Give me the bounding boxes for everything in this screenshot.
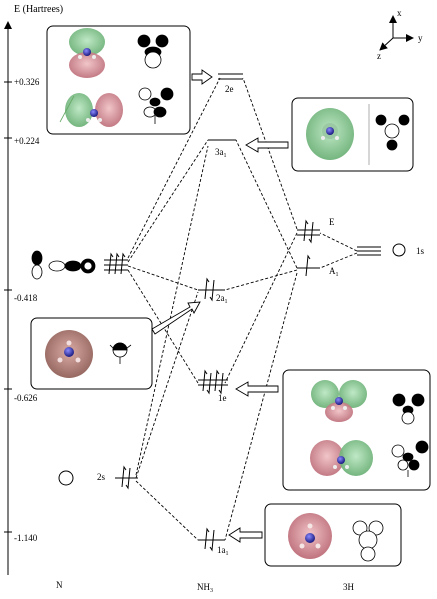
level-N-2s — [115, 465, 138, 490]
orbital-render-2a1 — [45, 330, 93, 378]
level-NH3-1a1 — [198, 527, 225, 552]
orbital-render-1e-b — [310, 440, 373, 476]
tick-label: +0.326 — [14, 77, 40, 87]
tick-label: -0.626 — [14, 393, 38, 403]
box-2e-orbitals — [46, 25, 191, 135]
label-NH3-3a1-main: 3a1 — [215, 147, 227, 159]
level-NH3-2e — [218, 73, 243, 80]
box-1a1-orbital — [264, 503, 402, 567]
N-p-orbitals-icon — [31, 250, 96, 280]
orbital-render-3a1 — [306, 108, 354, 160]
arrow-1e — [235, 381, 279, 397]
correlation-lines — [127, 77, 358, 541]
label-NH3-2a1: 2a1 — [216, 293, 228, 305]
pointer-arrows — [151, 69, 289, 543]
label-NH3-1e: 1e — [218, 393, 227, 403]
axis-y-label: y — [418, 33, 423, 43]
level-NH3-2a1 — [198, 277, 225, 302]
axis-x-label: x — [397, 8, 402, 18]
label-H-E: E — [329, 217, 335, 227]
axis-tick-1: +0.224 — [4, 136, 40, 146]
orbital-diagram-2a1 — [109, 342, 132, 364]
energy-axis-title: E (Hartrees) — [14, 4, 63, 15]
arrow-1a1 — [228, 527, 263, 543]
arrow-2a1 — [151, 301, 201, 335]
orbital-render-2e-b — [59, 93, 123, 127]
label-NH3-2e: 2e — [225, 84, 234, 94]
arrow-2e — [191, 69, 213, 85]
label-N-2s: 2s — [97, 472, 106, 482]
orbital-diagram-3a1 — [375, 114, 410, 151]
axis-tick-4: -1.140 — [4, 531, 38, 543]
orbital-render-2e-a — [69, 28, 105, 78]
level-H-A1 — [297, 254, 320, 277]
coordinate-axes: x y z — [377, 8, 423, 61]
column-label-N: N — [56, 580, 63, 590]
orbital-diagram-1e-a — [392, 393, 425, 425]
box-1e-orbitals — [282, 369, 431, 491]
orbital-diagram-2e-a — [137, 34, 169, 69]
orbital-diagram-2e-b — [138, 87, 174, 124]
orbital-render-1a1 — [288, 513, 332, 559]
arrow-3a1 — [245, 137, 289, 153]
level-NH3-1e — [198, 369, 228, 395]
N-2s-orbital-icon — [58, 470, 74, 486]
orbital-diagram-1e-b — [391, 440, 429, 477]
orbital-render-1e-a — [311, 380, 367, 422]
box-3a1-orbital — [291, 97, 414, 172]
tick-label: -1.140 — [14, 533, 38, 543]
axis-z-label: z — [377, 51, 381, 61]
tick-label: +0.224 — [14, 136, 40, 146]
column-label-3H: 3H — [343, 582, 355, 592]
column-label-NH3: NH3 — [197, 582, 213, 594]
electrons-N-2p — [108, 252, 126, 275]
box-2a1-orbital — [30, 317, 153, 390]
label-H-A1: A1 — [329, 266, 339, 278]
level-H-1s — [357, 246, 381, 256]
axis-tick-0: +0.326 — [4, 77, 40, 87]
axis-tick-3: -0.626 — [4, 388, 38, 403]
label-H-1s: 1s — [416, 246, 425, 256]
tick-label: -0.418 — [14, 293, 38, 303]
H-1s-orbital-icon — [392, 243, 406, 257]
label-NH3-1a1: 1a1 — [217, 545, 229, 557]
level-H-E — [297, 219, 320, 244]
orbital-diagram-1a1 — [352, 520, 384, 562]
axis-tick-2: -0.418 — [4, 289, 38, 303]
